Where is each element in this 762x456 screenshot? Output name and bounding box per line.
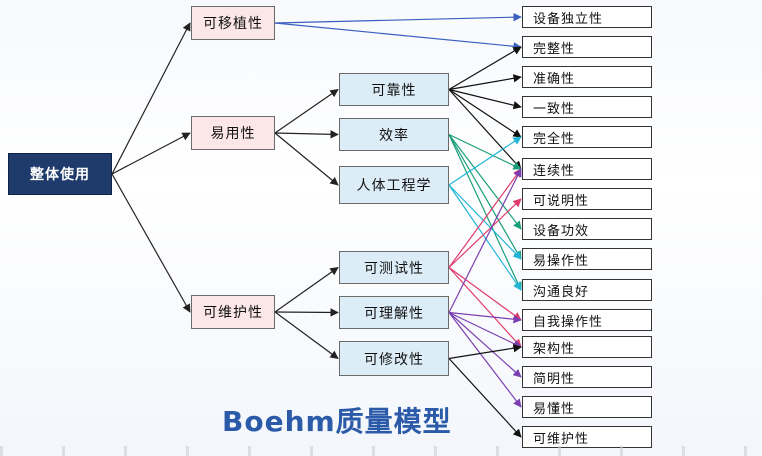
l2-node-modifiability: 可修改性 (339, 341, 449, 376)
edge-reliability-to-integrity (448, 46, 522, 91)
edge-efficiency-to-operability (448, 134, 522, 260)
edge-modifiability-to-maintainability-leaf (448, 358, 522, 438)
l1-node-portability: 可移植性 (191, 6, 275, 40)
leaf-conciseness: 简明性 (522, 366, 652, 388)
edge-root-to-usability (111, 132, 191, 175)
l2-node-reliability: 可靠性 (339, 73, 449, 106)
edge-ergonomics-to-operability (448, 184, 522, 260)
edge-reliability-to-completeness (448, 88, 522, 138)
footer-decoration (0, 446, 762, 456)
edge-ergonomics-to-completeness (448, 136, 522, 186)
leaf-maintainability: 可维护性 (522, 426, 652, 448)
leaf-accuracy: 准确性 (522, 66, 652, 88)
leaf-device-efficiency: 设备功效 (522, 218, 652, 240)
l2-node-ergonomics: 人体工程学 (339, 166, 449, 204)
edge-maintainability-to-understandability (274, 308, 339, 317)
leaf-device-independence: 设备独立性 (522, 6, 652, 28)
root-node: 整体使用 (8, 153, 112, 195)
l2-node-understandability: 可理解性 (339, 296, 449, 329)
leaf-self-operability: 自我操作性 (522, 309, 652, 331)
edge-modifiability-to-structuredness (448, 344, 522, 360)
edge-usability-to-reliability (274, 89, 339, 134)
l2-node-efficiency: 效率 (339, 118, 449, 151)
edge-efficiency-to-communicativeness (448, 134, 522, 291)
edge-maintainability-to-testability (274, 267, 339, 313)
leaf-communicativeness: 沟通良好 (522, 279, 652, 301)
leaf-explainability: 可说明性 (522, 188, 652, 210)
edge-testability-to-self-operability (448, 267, 522, 321)
leaf-integrity: 完整性 (522, 36, 652, 58)
edge-ergonomics-to-communicativeness (448, 184, 522, 291)
edge-reliability-to-accuracy (448, 74, 522, 91)
leaf-coherence: 连续性 (522, 158, 652, 180)
leaf-legibility: 易懂性 (522, 396, 652, 418)
edge-root-to-maintainability (111, 173, 191, 313)
l1-node-maintainability: 可维护性 (191, 295, 275, 329)
edge-efficiency-to-coherence (448, 133, 522, 170)
leaf-structuredness: 架构性 (522, 336, 652, 358)
edge-efficiency-to-device-efficiency (448, 134, 522, 230)
edge-reliability-to-coherence (448, 89, 522, 170)
edge-portability-to-device-independence (274, 12, 522, 24)
diagram-title: Boehm质量模型 (222, 405, 452, 438)
edge-understandability-to-legibility (448, 312, 522, 408)
edge-understandability-to-structuredness (448, 311, 522, 348)
edge-understandability-to-coherence (448, 168, 522, 313)
edge-understandability-to-self-operability (448, 311, 522, 324)
leaf-consistency: 一致性 (522, 96, 652, 118)
edge-reliability-to-consistency (448, 88, 522, 110)
edge-root-to-portability (111, 22, 191, 175)
edge-testability-to-structuredness (448, 267, 522, 348)
edge-testability-to-explainability (448, 198, 522, 268)
l1-node-usability: 易用性 (191, 116, 275, 150)
edge-usability-to-ergonomics (274, 132, 339, 186)
leaf-operability: 易操作性 (522, 248, 652, 270)
leaf-completeness: 完全性 (522, 126, 652, 148)
edge-testability-to-coherence (448, 168, 522, 268)
edge-maintainability-to-modifiability (274, 311, 339, 359)
edge-usability-to-efficiency (274, 130, 339, 139)
l2-node-testability: 可测试性 (339, 251, 449, 284)
edge-understandability-to-conciseness (448, 312, 522, 378)
edge-portability-to-integrity (274, 22, 522, 51)
